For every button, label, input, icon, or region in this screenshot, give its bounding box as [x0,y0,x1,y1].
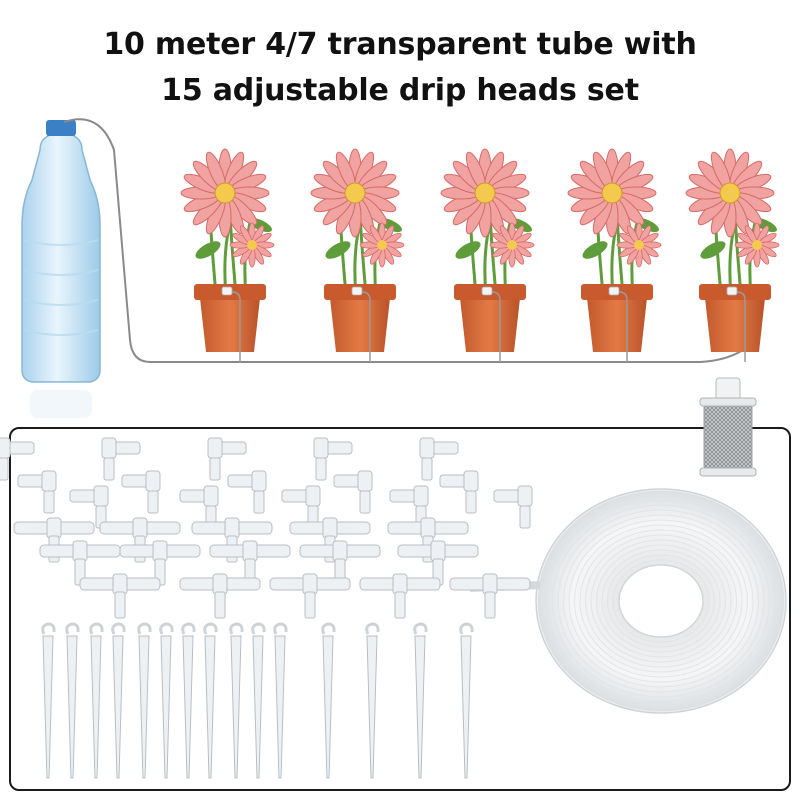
transparent-tube-coil [469,488,787,714]
title-line-2: 15 adjustable drip heads set [161,73,639,108]
elbow-connector [0,437,35,481]
drip-stake [273,622,288,779]
elbow-connector [121,470,161,514]
tee-connector [179,573,261,619]
tee-connector [397,540,479,586]
tee-connectors [13,517,531,619]
elbow-connector [493,485,533,529]
drip-stake [229,622,244,779]
drip-stake [181,622,196,779]
drip-stake [459,622,474,779]
drip-stake [413,622,428,779]
drip-stake [159,622,174,779]
product-title: 10 meter 4/7 transparent tube with 15 ad… [0,22,800,114]
tee-connector [289,517,371,563]
drip-stake [203,622,218,779]
drip-stake [111,622,126,779]
tee-connector [79,573,161,619]
flower-pot-3 [440,148,535,362]
elbow-connector [419,437,459,481]
title-line-1: 10 meter 4/7 transparent tube with [103,27,697,62]
drip-stake [137,622,152,779]
drip-stake [41,622,56,779]
elbow-connector [69,485,109,529]
drip-stake [89,622,104,779]
bottle-cap [46,120,76,136]
elbow-connector [281,485,321,529]
elbow-connector [333,470,373,514]
tee-connector [387,517,469,563]
elbow-connector [207,437,247,481]
drip-stake [365,622,380,779]
tee-connector [449,573,531,619]
drip-stake [65,622,80,779]
flower-pot-1 [180,148,275,362]
flower-pot-5 [685,148,780,362]
elbow-connector [101,437,141,481]
water-bottle [21,123,101,418]
elbow-connectors [0,437,533,529]
flower-pot-4 [567,148,662,362]
tee-connector [119,540,201,586]
tee-connector [359,573,441,619]
water-filter [699,377,757,477]
drip-stakes [41,622,474,779]
elbow-connector [17,470,57,514]
tee-connector [269,573,351,619]
drip-stake [251,622,266,779]
elbow-connector [439,470,479,514]
drip-stake [321,622,336,779]
elbow-connector [313,437,353,481]
elbow-connector [227,470,267,514]
flower-pot-2 [310,148,405,362]
main-tube [63,118,761,363]
